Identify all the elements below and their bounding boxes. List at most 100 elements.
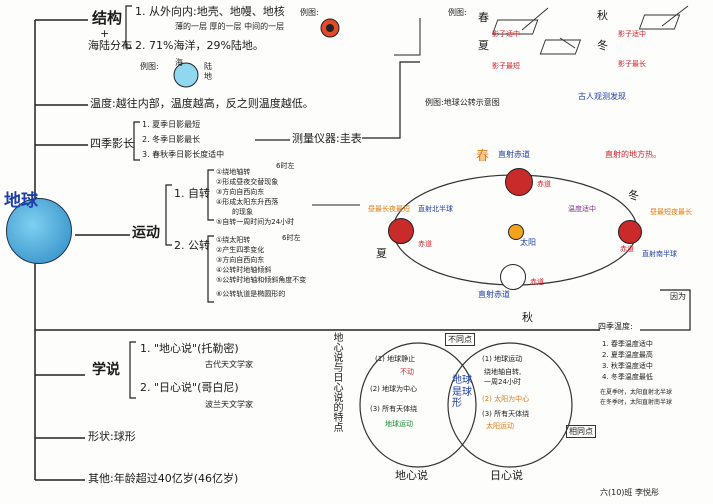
season-ancient: 古人观测发现 <box>578 92 626 101</box>
seasons-temp-i1: 1. 春季温度适中 <box>602 340 653 348</box>
motion-r1: ①绕地轴转 <box>216 168 251 176</box>
motion-r4b: 的现象 <box>232 208 253 216</box>
season-winter: 冬 <box>597 39 608 52</box>
autumn-earth-icon <box>500 264 526 290</box>
venn-h1: (1) 地球运动 <box>482 355 523 363</box>
cause-label: 因为 <box>670 292 686 301</box>
season-example: 例图: <box>448 8 467 17</box>
orbit-right-note: 昼最短夜最长 <box>650 208 692 216</box>
shape-text: 形状:球形 <box>88 430 136 443</box>
orbit-equator6: 赤道 <box>530 278 544 286</box>
theory-geo-note: 古代天文学家 <box>205 360 253 369</box>
seasons-temp-i2: 2. 夏季温度最高 <box>602 351 653 359</box>
theory-title: 学说 <box>92 362 120 378</box>
center-label: 地球 <box>4 191 38 211</box>
venn-g3b: 地球运动 <box>385 420 413 428</box>
motion-title: 运动 <box>132 225 160 241</box>
season-autumn: 秋 <box>597 9 608 22</box>
venn-h1c: 一周24小时 <box>484 378 521 386</box>
theory-helio: 2. "日心说"(哥白尼) <box>140 381 239 394</box>
orbit-summer: 夏 <box>376 247 387 260</box>
structure-line2: 2. 71%海洋，29%陆地。 <box>135 39 264 52</box>
venn-g1b: 不动 <box>400 368 414 376</box>
season-shadow-medium2: 影子适中 <box>618 30 646 38</box>
structure-line1: 1. 从外向内:地壳、地幔、地核 <box>135 5 285 18</box>
motion-revolve: 2. 公转 <box>174 239 210 252</box>
season-spring: 春 <box>478 11 489 24</box>
structure-title2: 海陆分布 <box>88 39 132 52</box>
temperature-text: 温度:越往内部，温度越高，反之则温度越低。 <box>90 97 314 110</box>
theory-diff-box: 不同点 <box>445 333 475 346</box>
orbit-temp-note: 温度适中 <box>568 205 596 213</box>
venn-h1b: 绕地轴自转, <box>484 368 522 376</box>
theory-geo: 1. "地心说"(托勒密) <box>140 342 239 355</box>
structure-sea: 海 <box>175 58 183 67</box>
structure-title: 结构 <box>92 9 123 27</box>
season-shadow-long: 影子最长 <box>618 60 646 68</box>
earth-globe-icon <box>6 198 72 264</box>
shadow-item1: 1. 夏季日影最短 <box>142 120 201 129</box>
structure-line1-note: 薄的一层 厚的一层 中间的一层 <box>175 22 285 31</box>
season-shadow-short: 影子最短 <box>492 62 520 70</box>
motion-rotate: 1. 自转 <box>174 187 210 200</box>
seasons-temp-i4: 4. 冬季温度最低 <box>602 373 653 381</box>
orbit-equator3: 赤道 <box>537 180 551 188</box>
venn-geo-label: 地心说 <box>395 469 428 482</box>
motion-v4: ④公转时地轴倾斜 <box>216 266 272 274</box>
theory-same-box: 相同点 <box>566 425 596 438</box>
shadow-measure: 测量仪器:圭表 <box>292 132 362 145</box>
orbit-equator1: 直射赤道 <box>498 150 530 159</box>
theory-side: 地心说与日心说的特点 <box>331 332 342 432</box>
orbit-direct-note: 直射的地方热。 <box>605 150 661 159</box>
age-text: 其他:年龄超过40亿岁(46亿岁) <box>88 472 239 485</box>
shadow-title: 四季影长 <box>90 137 134 150</box>
seasons-temp-note1: 在夏季时，太阳直射北半球 <box>600 389 673 396</box>
summer-earth-icon <box>388 218 414 244</box>
spring-earth-icon <box>505 168 533 196</box>
motion-v3: ③方向自西向东 <box>216 256 265 264</box>
motion-r2: ②形成昼夜交替现象 <box>216 178 279 186</box>
sun-icon <box>508 224 524 240</box>
venn-helio-label: 日心说 <box>490 469 523 482</box>
motion-r4: ④形成太阳东升西落 <box>216 198 279 206</box>
venn-common: 地球是球形 <box>452 375 472 409</box>
orbit-equator2: 直射赤道 <box>478 290 510 299</box>
season-summer: 夏 <box>478 39 489 52</box>
venn-g1: (1) 地球静止 <box>375 355 416 363</box>
orbit-spring: 春 <box>476 149 490 164</box>
orbit-equator4: 赤道 <box>418 240 432 248</box>
structure-land: 陆 <box>204 62 212 71</box>
venn-h3b: 太阳运动 <box>486 422 514 430</box>
motion-v5: ⑤公转时地轴和倾斜角度不变 <box>216 276 307 284</box>
seasons-temp-note2: 在冬季时，太阳直射南半球 <box>600 399 673 406</box>
seasons-temp-title: 四季温度: <box>598 322 633 331</box>
structure-diagram-label: 例图: <box>300 8 319 17</box>
orbit-title: 例图:地球公转示意图 <box>425 98 500 107</box>
venn-g2: (2) 地球为中心 <box>370 385 418 393</box>
motion-v1b: 6时左 <box>282 234 301 242</box>
structure-land2: 地 <box>204 72 212 81</box>
orbit-winter: 冬 <box>628 189 639 202</box>
orbit-south: 直射南半球 <box>642 250 677 258</box>
motion-v1: ①绕太阳转 <box>216 236 251 244</box>
orbit-north: 直射北半球 <box>418 205 453 213</box>
season-shadow-medium: 影子适中 <box>492 30 520 38</box>
venn-g3: (3) 所有天体绕 <box>370 405 418 413</box>
shadow-item3: 3. 春秋季日影长度适中 <box>142 150 225 159</box>
venn-h3: (3) 所有天体绕 <box>482 410 530 418</box>
structure-plus: + <box>100 27 110 40</box>
motion-r5: ⑤自转一周时间为24小时 <box>216 218 295 226</box>
orbit-equator5: 赤道 <box>620 245 634 253</box>
theory-helio-note: 波兰天文学家 <box>205 400 253 409</box>
orbit-sun: 太阳 <box>520 238 536 247</box>
motion-v6: ⑥公转轨道是椭圆形的 <box>216 290 286 298</box>
motion-v2: ②产生四季变化 <box>216 246 265 254</box>
winter-earth-icon <box>618 220 642 244</box>
orbit-autumn: 秋 <box>522 311 533 324</box>
author-signature: 六(10)班 李悦彤 <box>600 488 659 497</box>
shadow-item2: 2. 冬季日影最长 <box>142 135 201 144</box>
motion-r3: ③方向自西向东 <box>216 188 265 196</box>
motion-r1b: 6时左 <box>276 162 295 170</box>
venn-h2: (2) 太阳为中心 <box>482 395 530 403</box>
